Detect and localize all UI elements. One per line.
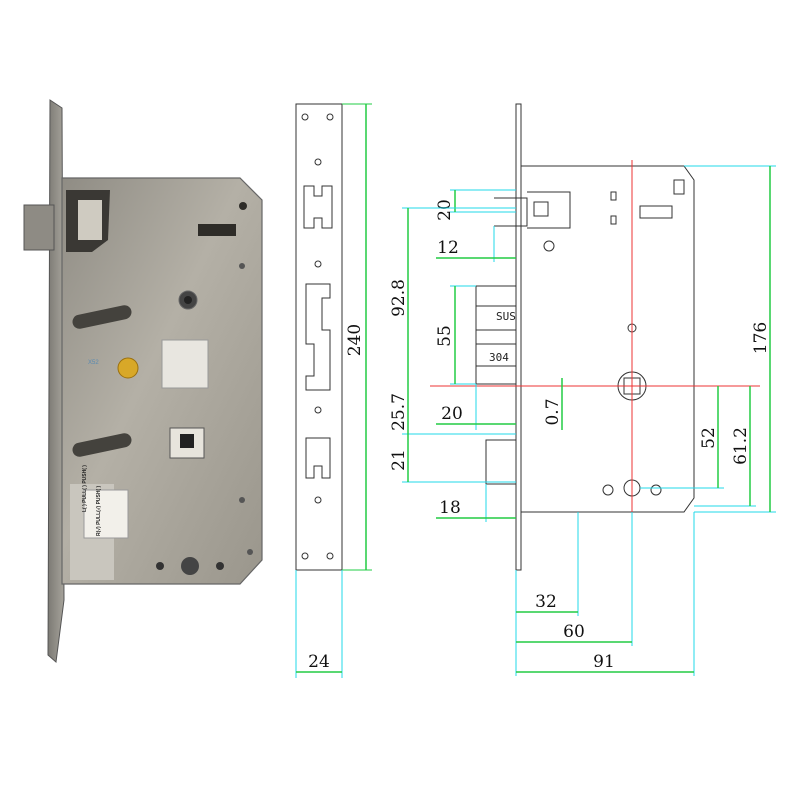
faceplate-hole-bl	[301, 552, 309, 560]
photo-small-hole-2	[216, 562, 224, 570]
faceplate-bolt-cutout	[305, 283, 331, 391]
faceplate-hole-br	[326, 552, 334, 560]
body-faceplate-edge	[515, 103, 522, 571]
faceplate-drawing	[295, 103, 343, 571]
faceplate-hole-2	[314, 260, 322, 268]
photo-cylinder-hole	[181, 557, 199, 575]
body-drawing	[475, 103, 695, 571]
photo-top-slot	[198, 224, 236, 236]
photo-spindle-square	[180, 434, 194, 448]
body-lower-bolt	[485, 439, 517, 485]
photo-screw	[239, 202, 247, 210]
photo-slot-upper	[72, 305, 132, 329]
body-latch-pin	[543, 240, 555, 252]
dim-52-label: 52	[699, 427, 719, 449]
body-top-slot	[639, 205, 673, 219]
dim-25-7-label: 25.7	[389, 393, 409, 431]
body-latch	[494, 197, 528, 227]
dim-0-7-label: 0.7	[543, 398, 563, 425]
faceplate-hole-3	[314, 406, 322, 414]
faceplate-lower-cutout	[305, 437, 331, 479]
lock-photo: X52 L( ) PULL( ) PUSH( ) R(√) PULL(√) PU…	[23, 99, 263, 663]
dim-21-label: 21	[389, 449, 409, 471]
body-deadbolt	[475, 285, 517, 385]
faceplate-hole-4	[314, 496, 322, 504]
dim-92-8-label: 92.8	[389, 279, 409, 317]
body-stamp-304: 304	[489, 351, 509, 364]
photo-stamp-xs: X52	[88, 360, 99, 366]
body-corner-mark	[673, 179, 685, 195]
photo-rivet-2	[239, 263, 245, 269]
photo-label-line-2: R(√) PULL(√) PUSH( )	[96, 485, 102, 536]
dim-240-label: 240	[345, 324, 365, 356]
body-latch-block	[533, 201, 549, 217]
photo-latch-slot	[78, 200, 102, 240]
body-mark-1	[610, 191, 617, 201]
photo-hand-label	[83, 489, 129, 539]
body-latch-mech	[527, 191, 571, 229]
photo-logo-badge	[117, 357, 139, 379]
dim-55-label: 55	[435, 325, 455, 347]
dim-18-label: 18	[439, 498, 461, 518]
faceplate-outline	[295, 103, 343, 571]
dim-91-label: 91	[593, 652, 615, 672]
faceplate-hole-1	[314, 158, 322, 166]
dim-61-2-label: 61.2	[731, 427, 751, 465]
photo-label-line-1: L( ) PULL( ) PUSH( )	[82, 465, 88, 512]
dim-60-label: 60	[563, 622, 585, 642]
body-dims: 20 12 92.8 55 25.7 20 0.7 21 18	[389, 165, 776, 676]
faceplate-hole-tr	[326, 113, 334, 121]
body-lower-hole-2	[650, 484, 662, 496]
faceplate-hole-tl	[301, 113, 309, 121]
photo-hole-inner	[184, 296, 192, 304]
dim-176-label: 176	[751, 322, 771, 354]
photo-rivet-3	[247, 549, 253, 555]
photo-sticker	[161, 339, 209, 389]
faceplate-dims: 240 24	[295, 103, 372, 678]
photo-latch-bolt	[23, 204, 55, 251]
dim-20-top-label: 20	[435, 199, 455, 221]
dim-20-mid-label: 20	[441, 404, 463, 424]
dim-32-label: 32	[535, 592, 557, 612]
dim-12-label: 12	[437, 238, 459, 258]
photo-slot-lower	[72, 433, 132, 457]
faceplate-latch-cutout	[303, 185, 333, 229]
body-mark-2	[610, 215, 617, 225]
body-stamp-sus: SUS	[496, 310, 516, 323]
photo-rivet-1	[239, 497, 245, 503]
photo-small-hole-1	[156, 562, 164, 570]
body-lower-hole-1	[602, 484, 614, 496]
dim-24-label: 24	[308, 652, 330, 672]
